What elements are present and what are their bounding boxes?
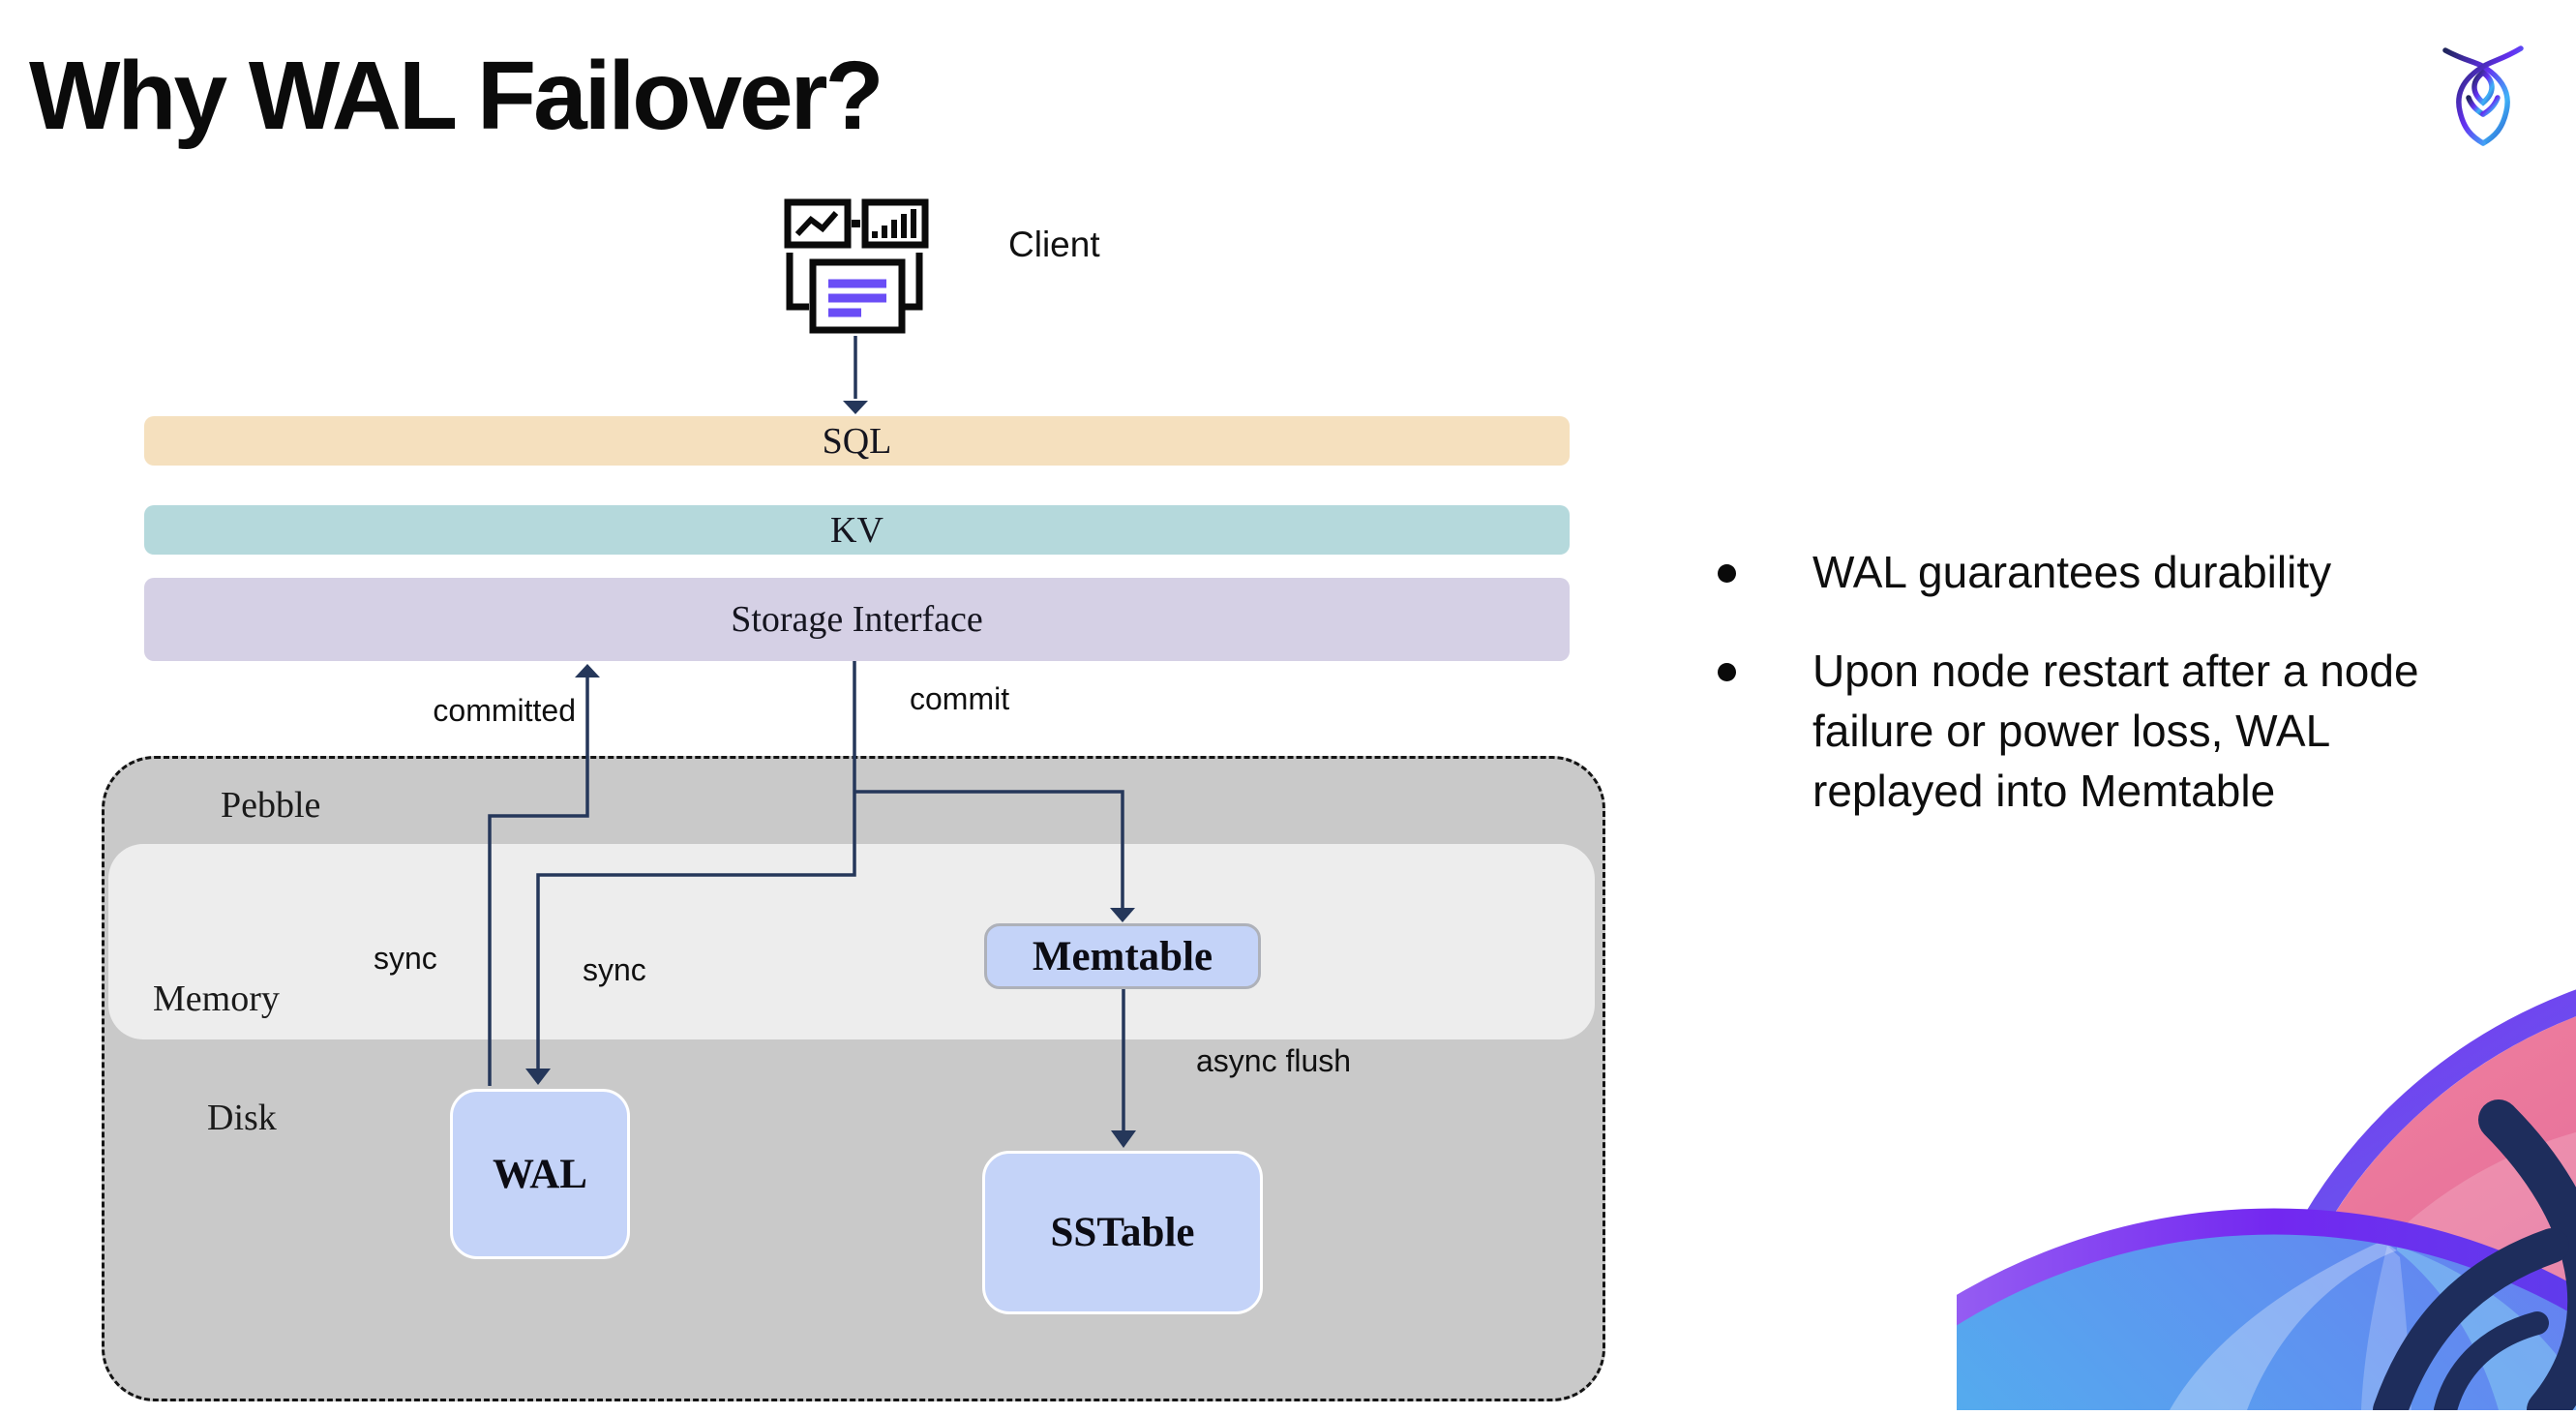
client-apps-icon [780,196,929,341]
list-item: Upon node restart after a node failure o… [1689,641,2560,821]
memtable-node: Memtable [984,923,1261,989]
disk-label: Disk [207,1098,277,1138]
bullet-list: WAL guarantees durability Upon node rest… [1689,542,2560,859]
layer-kv: KV [144,505,1570,555]
pebble-label: Pebble [221,785,321,826]
memory-region [108,844,1595,1039]
bullet-dot [1718,663,1736,681]
bullet-text: WAL guarantees durability [1812,547,2332,597]
edge-label-commit: commit [910,681,1010,716]
memory-label: Memory [153,978,280,1019]
sstable-node-label: SSTable [1050,1210,1195,1255]
sstable-node: SSTable [982,1151,1263,1314]
layer-storage-interface: Storage Interface [144,578,1570,661]
page-title: Why WAL Failover? [29,42,884,150]
layer-storage-interface-label: Storage Interface [731,599,983,640]
layer-sql: SQL [144,416,1570,466]
edge-label-async-flush: async flush [1196,1043,1352,1078]
bullet-text: Upon node restart after a node failure o… [1812,646,2419,816]
brand-sphere-art-icon [1810,955,2576,1415]
client-label: Client [1008,225,1100,264]
edge-label-committed: committed [433,693,576,728]
layer-kv-label: KV [830,509,884,551]
bullet-dot [1718,564,1736,583]
memtable-node-label: Memtable [1032,933,1213,979]
layer-sql-label: SQL [822,420,892,462]
edge-label-sync-right: sync [583,952,646,987]
cockroach-logo-icon [2439,37,2528,156]
list-item: WAL guarantees durability [1689,542,2560,602]
wal-node-label: WAL [493,1151,587,1197]
edge-label-sync-left: sync [374,941,437,976]
wal-node: WAL [450,1089,630,1259]
